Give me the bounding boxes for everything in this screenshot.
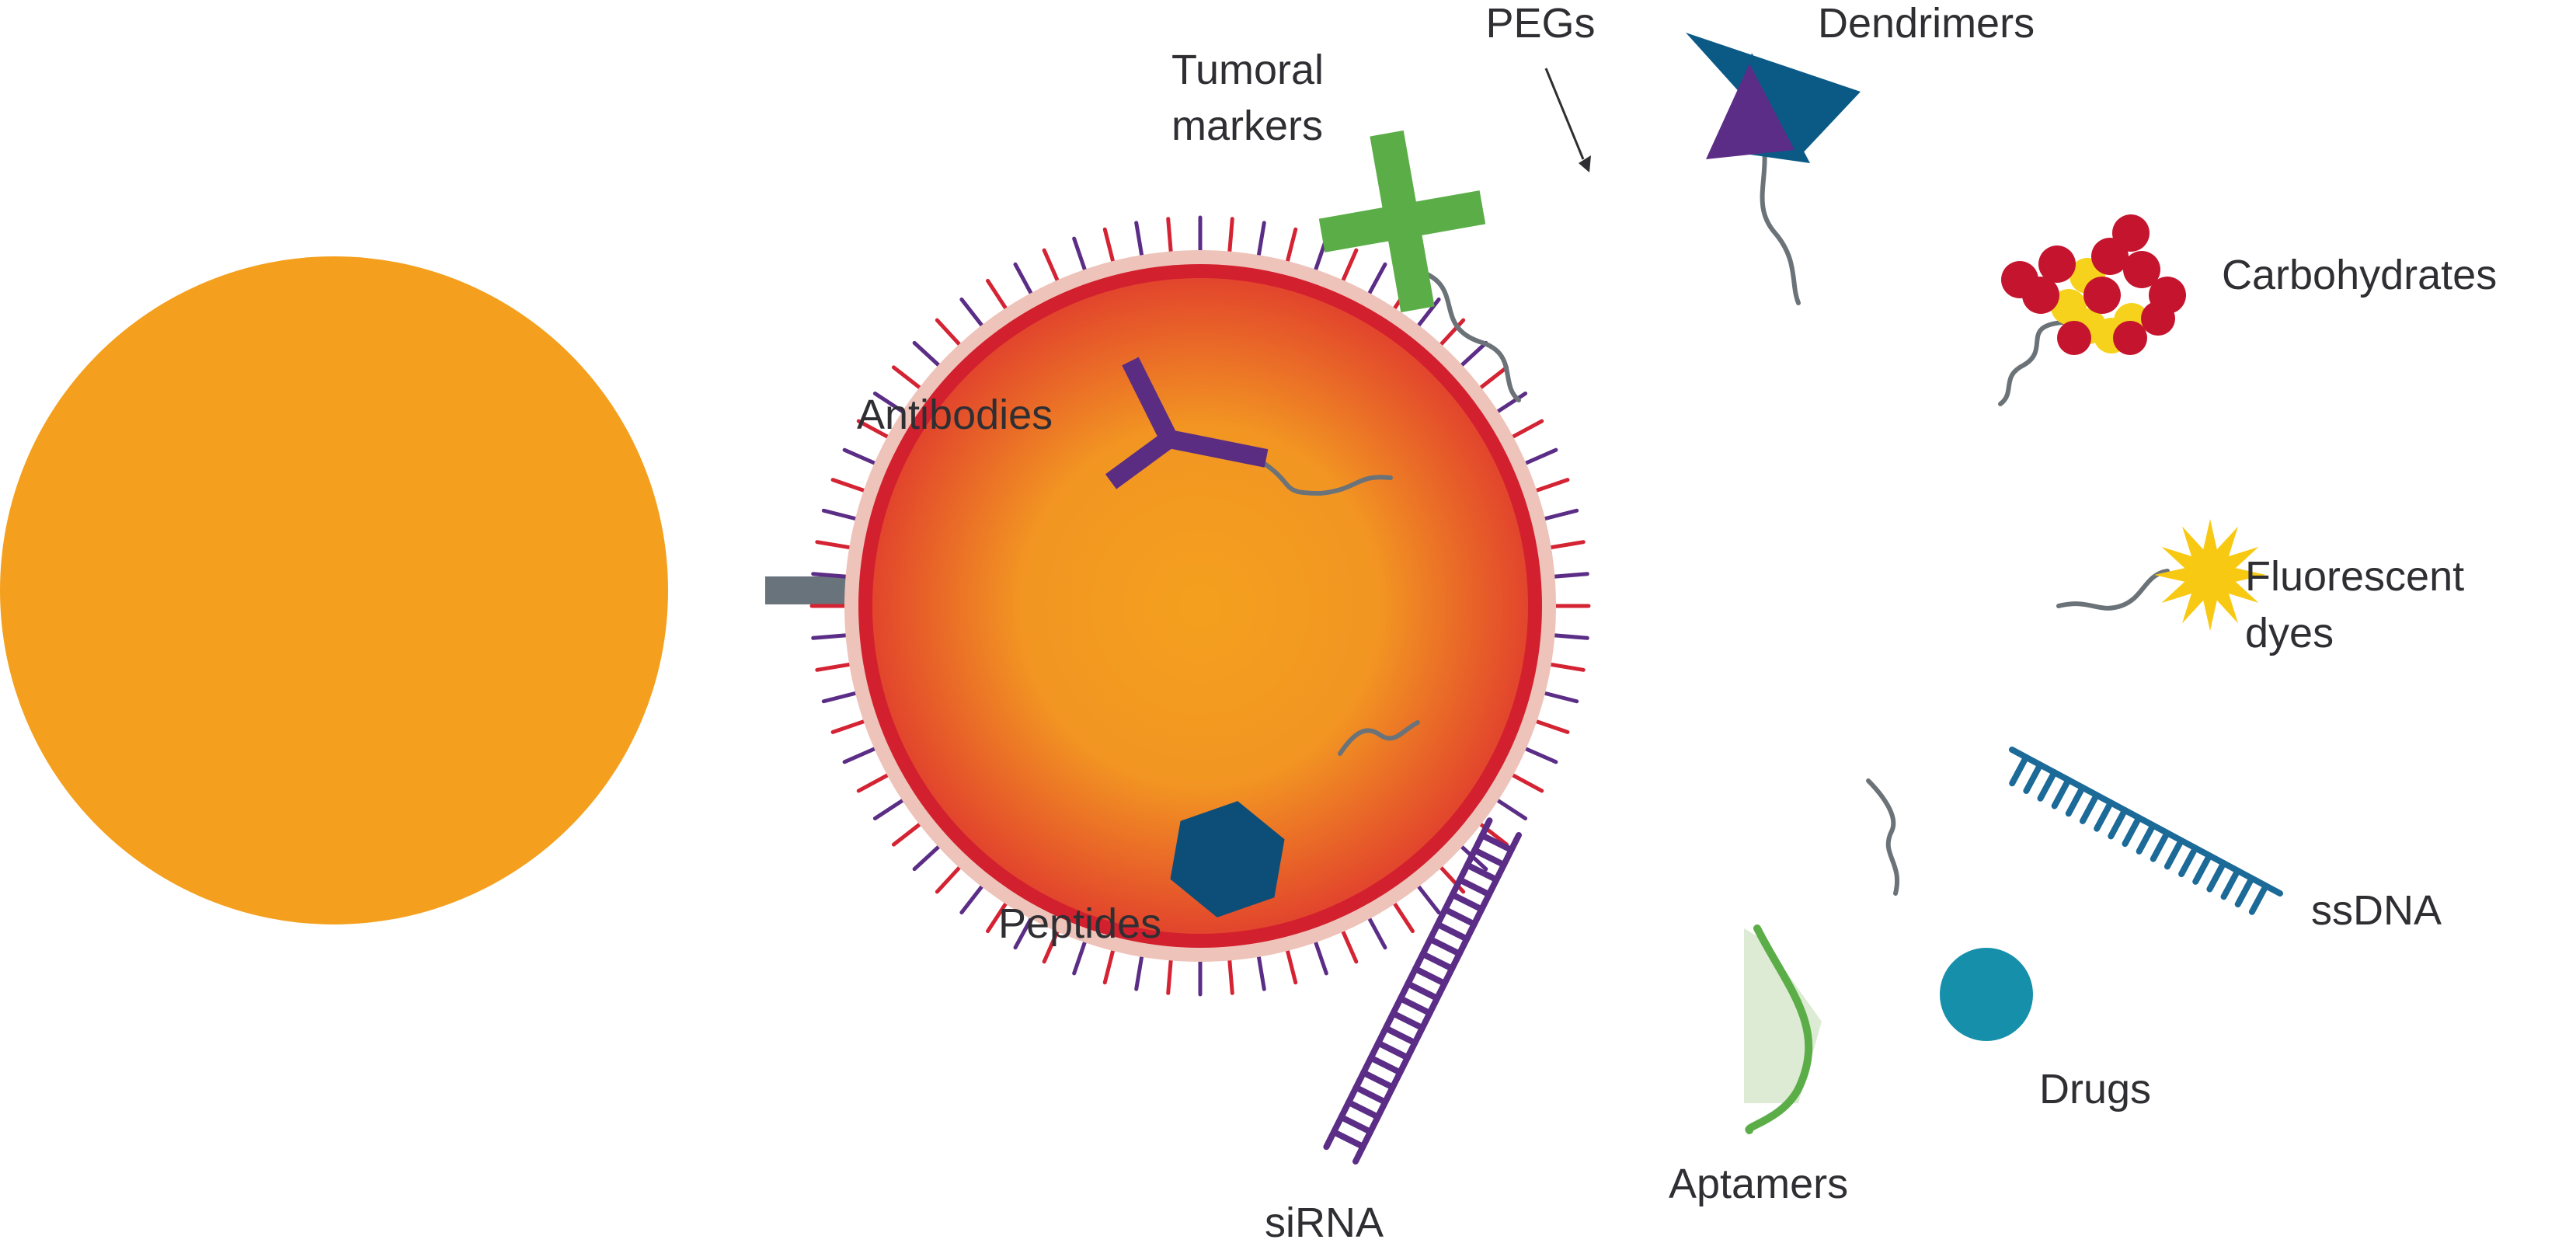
- ssdna-base: [2037, 769, 2058, 802]
- ssdna-icon: [2009, 747, 2283, 915]
- sirna-rung: [1397, 995, 1433, 1017]
- ssdna-base: [2079, 792, 2100, 824]
- ssdna-base: [2234, 875, 2255, 908]
- linker-peptide: [1338, 720, 1420, 756]
- ssdna-base: [2122, 814, 2143, 848]
- label-fluorescent-dyes-line2: dyes: [2245, 610, 2334, 656]
- sirna-rung: [1412, 966, 1448, 987]
- sirna-rung: [1367, 1054, 1404, 1076]
- label-tumoral-markers-line1: Tumoral: [1171, 47, 1324, 93]
- pegs-pointer-arrow: [1544, 68, 1591, 172]
- peptide-icon: [1170, 801, 1285, 917]
- ssdna-base: [2192, 852, 2213, 885]
- sirna-rung: [1434, 921, 1471, 942]
- ssdna-base: [2023, 761, 2044, 794]
- linker-dendrimer: [1757, 126, 1801, 305]
- ssdna-base: [2248, 883, 2269, 915]
- label-pegs: PEGs: [1485, 0, 1595, 47]
- ssdna-base: [2136, 822, 2157, 855]
- sirna-rung: [1405, 980, 1440, 1001]
- label-peptides: Peptides: [998, 900, 1161, 947]
- ssdna-base: [2094, 799, 2115, 832]
- ssdna-base: [2108, 806, 2129, 840]
- label-fluorescent-dyes-line1: Fluorescent: [2245, 553, 2464, 600]
- linker-antibody: [1260, 460, 1393, 496]
- fluorescent-dye-icon: [2154, 519, 2266, 631]
- ssdna-base: [2150, 830, 2170, 862]
- ssdna-base: [2009, 754, 2030, 787]
- sirna-rung: [1442, 906, 1478, 928]
- drug-icon: [1940, 948, 2033, 1041]
- label-carbohydrates: Carbohydrates: [2222, 252, 2497, 298]
- label-drugs: Drugs: [2039, 1066, 2151, 1112]
- sirna-rung: [1360, 1069, 1396, 1091]
- sirna-rung: [1330, 1129, 1366, 1150]
- bare-nanoparticle: [0, 256, 668, 924]
- sirna-rung: [1427, 935, 1463, 957]
- label-ssdna: ssDNA: [2311, 887, 2442, 934]
- sirna-rung: [1457, 876, 1492, 898]
- label-aptamers: Aptamers: [1669, 1161, 1848, 1207]
- aptamer-icon: [1744, 924, 1822, 1134]
- ssdna-base: [2065, 784, 2086, 817]
- label-tumoral-markers-line2: markers: [1171, 103, 1323, 149]
- ssdna-base: [2206, 860, 2227, 893]
- sirna-rung: [1471, 847, 1507, 869]
- sirna-rung: [1375, 1039, 1411, 1061]
- label-dendrimers: Dendrimers: [1818, 0, 2035, 47]
- sirna-icon: [1323, 817, 1522, 1165]
- linkers: [1260, 126, 2170, 896]
- dendrimer-icon: [1686, 33, 1861, 163]
- nanoparticle-core: [872, 278, 1528, 934]
- sirna-rung: [1390, 1010, 1426, 1032]
- sirna-rung: [1352, 1084, 1389, 1105]
- tumoral-marker-icon: [1318, 130, 1486, 313]
- sirna-rung: [1449, 891, 1485, 913]
- linker-drug: [1866, 778, 1899, 896]
- sirna-rung: [1382, 1025, 1419, 1046]
- ssdna-base: [2220, 867, 2241, 900]
- ssdna-base: [2163, 837, 2184, 870]
- sirna-rung: [1338, 1114, 1374, 1135]
- antibody-icon: [1105, 357, 1269, 489]
- sirna-rung: [1478, 832, 1515, 854]
- linker-carbohydrate: [1998, 320, 2065, 406]
- carbohydrate-icon: [2001, 214, 2186, 355]
- label-sirna: siRNA: [1265, 1199, 1384, 1243]
- sirna-rung: [1464, 862, 1500, 883]
- label-antibodies: Antibodies: [857, 392, 1053, 438]
- sirna-rung: [1345, 1099, 1381, 1120]
- linker-fluorescent: [2056, 569, 2170, 611]
- ssdna-base: [2178, 844, 2199, 878]
- linker-tumoral: [1419, 270, 1521, 402]
- sirna-rung: [1419, 951, 1456, 972]
- ssdna-base: [2051, 776, 2072, 810]
